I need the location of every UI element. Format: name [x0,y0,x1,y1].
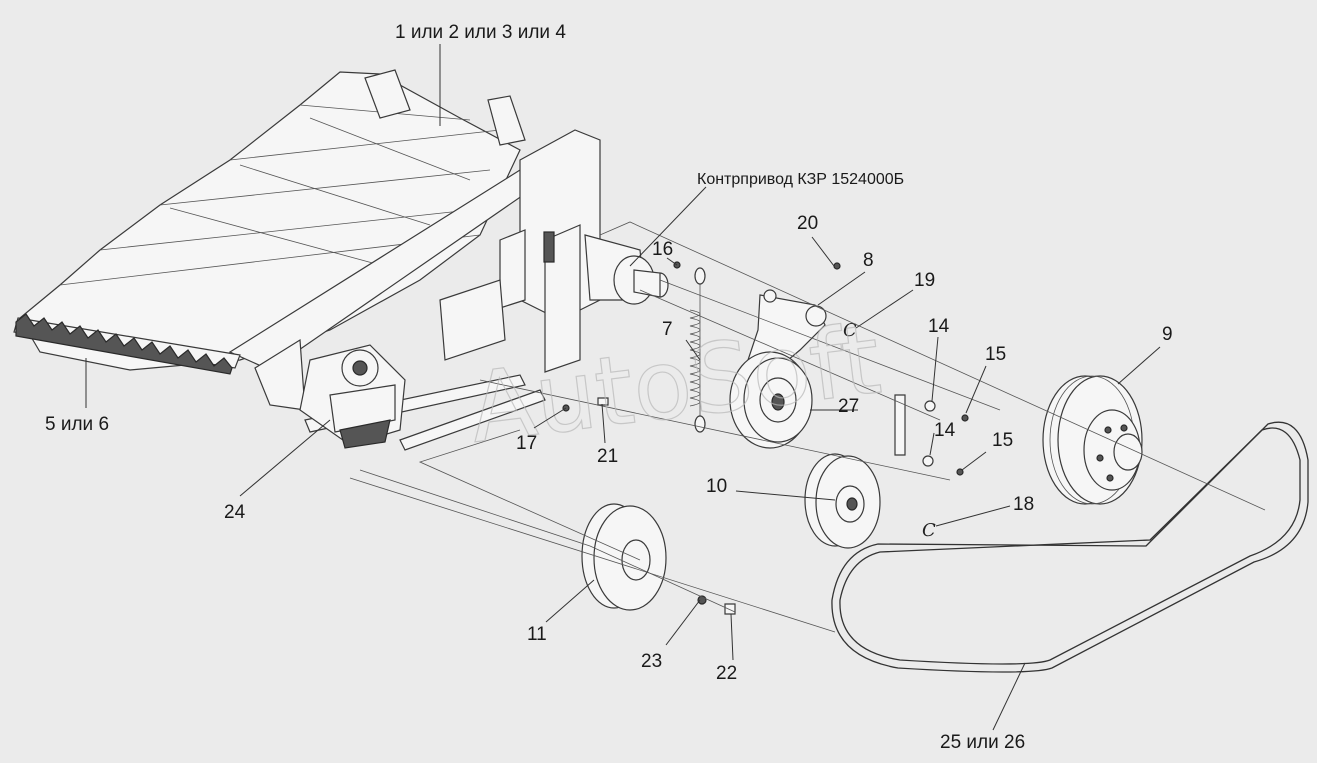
label-25-26: 25 или 26 [940,732,1025,753]
pulley-10 [804,453,881,549]
label-17: 17 [516,433,537,454]
label-11: 11 [527,624,547,645]
v-belt [831,421,1309,673]
label-18: 18 [1013,494,1034,515]
label-9: 9 [1162,324,1173,345]
label-23: 23 [641,651,662,672]
label-20: 20 [797,213,818,234]
label-1-2-3-4: 1 или 2 или 3 или 4 [395,22,566,43]
gearbox-assembly [299,344,406,449]
label-5-6: 5 или 6 [45,414,109,435]
clip-18-glyph: C [922,520,936,541]
label-16: 16 [652,239,673,260]
label-8: 8 [863,250,874,271]
label-10: 10 [706,476,727,497]
label-22: 22 [716,663,737,684]
pulley-11 [581,503,667,611]
label-14-lower: 14 [934,420,956,441]
callouts: 1 или 2 или 3 или 4 5 или 6 Контрпривод … [45,22,1173,753]
leader-lines [85,44,1161,731]
label-21: 21 [597,446,618,467]
label-7: 7 [662,319,673,340]
label-24: 24 [224,502,246,523]
label-19: 19 [914,270,935,291]
assembly-lines [349,221,1266,633]
clip-19-glyph: C [843,320,857,341]
label-27: 27 [838,396,859,417]
tension-spring [689,267,706,433]
pulley-9 [1042,375,1143,505]
label-counter-drive: Контрпривод КЗР 1524000Б [697,171,904,188]
label-15-lower: 15 [992,430,1013,451]
label-15-upper: 15 [985,344,1006,365]
idler-pulley [729,351,813,449]
label-14-upper: 14 [928,316,950,337]
header-frame [19,69,601,451]
cutter-bar [13,313,241,375]
